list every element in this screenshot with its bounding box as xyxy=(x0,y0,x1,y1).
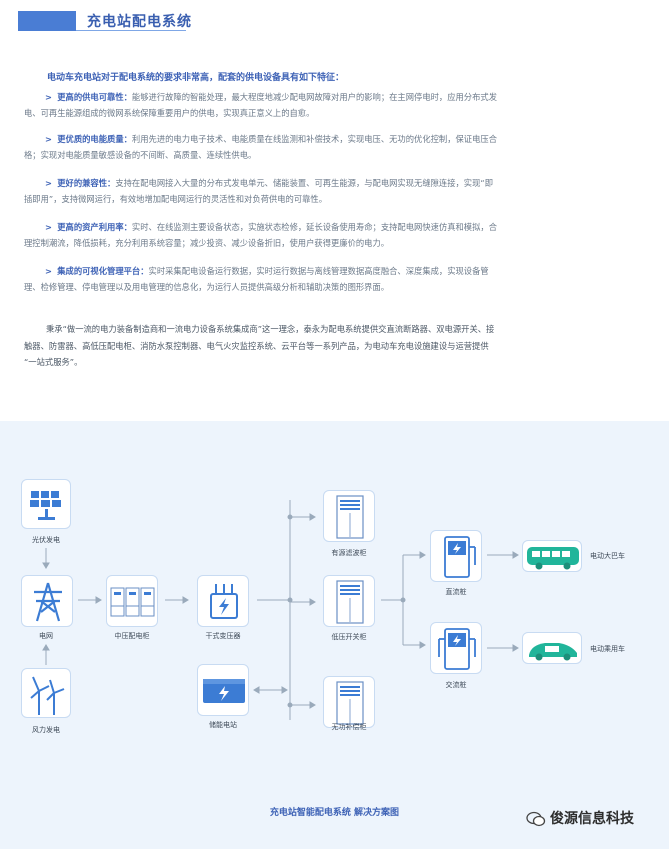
feature-text: 实时采集配电设备运行数据，实时运行数据与离线管理数据高度融合、深度集成，实现设备… xyxy=(148,266,489,276)
car-icon xyxy=(529,643,577,661)
header-underline xyxy=(76,30,186,31)
bullet-arrow: > xyxy=(45,266,52,276)
wind-node xyxy=(21,668,71,718)
summary-line: 秉承“做一流的电力装备制造商和一流电力设备系统集成商”这一理念，泰永为配电系统提… xyxy=(46,324,495,334)
feature-text: 电、可再生能源组成的微网系统保障重要用户的供电，实现真正意义上的自愈。 xyxy=(24,108,315,118)
cabinet-icon xyxy=(336,495,364,539)
feature-title: 更好的兼容性： xyxy=(57,178,116,188)
feature-text: 实时、在线监测主要设备状态，实施状态检修，延长设备使用寿命；支持配电网快速仿真和… xyxy=(131,222,497,232)
transformer-label: 干式变压器 xyxy=(205,632,241,640)
battery-storage-icon xyxy=(203,679,245,703)
cabinet-icon xyxy=(336,580,364,624)
car-label: 电动乘用车 xyxy=(590,645,625,653)
bus-node xyxy=(522,540,582,572)
solar-panel-icon xyxy=(30,491,61,520)
feature-title: 更高的资产利用率： xyxy=(57,222,132,232)
feature-text: 理、检修管理、停电管理以及用电管理的信息化，为运行人员提供高级分析和辅助决策的图… xyxy=(24,282,390,292)
feature-text: 格；实现对电能质量敏感设备的不间断、高质量、连续性供电。 xyxy=(24,150,257,160)
feature-item: > 更好的兼容性：支持在配电网接入大量的分布式发电单元、储能装置、可再生能源，与… xyxy=(24,175,634,207)
power-tower-icon xyxy=(34,582,62,622)
summary-line: “一站式服务”。 xyxy=(24,357,83,367)
lv-switch-label: 低压开关柜 xyxy=(331,633,367,641)
header-accent-bar xyxy=(18,11,76,31)
charging-pile-icon xyxy=(438,628,476,670)
cabinet-icon xyxy=(336,681,364,725)
feature-text: 支持在配电网接入大量的分布式发电单元、储能装置、可再生能源，与配电网实现无缝隙连… xyxy=(115,178,493,188)
wind-label: 风力发电 xyxy=(32,726,60,734)
watermark-text: 俊源信息科技 xyxy=(550,811,634,827)
mv-cabinet-node xyxy=(106,575,158,627)
wechat-icon xyxy=(526,811,546,827)
summary-line: 触器、防雷器、高低压配电柜、消防水泵控制器、电气火灾监控系统、云平台等一系列产品… xyxy=(24,340,489,351)
switchgear-icon xyxy=(110,587,155,617)
feature-title: 更高的供电可靠性： xyxy=(57,92,132,102)
feature-item: > 更高的资产利用率：实时、在线监测主要设备状态，实施状态检修，延长设备使用寿命… xyxy=(24,219,634,251)
feature-text: 插即用”，支持微网运行，有效地增加配电网运行的灵活性和对负荷供电的可靠性。 xyxy=(24,194,327,204)
car-node xyxy=(522,632,582,664)
bullet-arrow: > xyxy=(45,134,52,144)
diagram-caption: 充电站智能配电系统 解决方案图 xyxy=(269,808,400,818)
solar-node xyxy=(21,479,71,529)
filter-cabinet-node xyxy=(323,490,375,542)
summary-paragraph: 秉承“做一流的电力装备制造商和一流电力设备系统集成商”这一理念，泰永为配电系统提… xyxy=(24,321,638,371)
bullet-arrow: > xyxy=(45,222,52,232)
dc-pile-node xyxy=(430,530,482,582)
feature-item: > 集成的可视化管理平台：实时采集配电设备运行数据，实时运行数据与离线管理数据高… xyxy=(24,263,634,295)
dc-pile-label: 直流桩 xyxy=(445,588,467,596)
ac-pile-label: 交流桩 xyxy=(445,681,467,689)
lv-switch-node xyxy=(323,575,375,627)
feature-title: 更优质的电能质量： xyxy=(57,134,132,144)
transformer-icon xyxy=(210,584,238,619)
feature-title: 集成的可视化管理平台： xyxy=(57,266,149,276)
storage-label: 储能电站 xyxy=(209,721,237,729)
bullet-arrow: > xyxy=(45,178,52,188)
feature-text: 利用先进的电力电子技术、电能质量在线监测和补偿技术，实现电压、无功的优化控制，保… xyxy=(131,134,497,144)
page-title: 充电站配电系统 xyxy=(87,14,192,30)
reactive-cabinet-node xyxy=(323,676,375,728)
feature-item: > 更高的供电可靠性：能够进行故障的智能处理，最大程度地减少配电网故障对用户的影… xyxy=(24,89,634,121)
bullet-arrow: > xyxy=(45,92,52,102)
bus-icon xyxy=(527,547,579,570)
storage-node xyxy=(197,664,249,716)
mv-cabinet-label: 中压配电柜 xyxy=(114,632,150,640)
feature-text: 理控制潮流，降低损耗，充分利用系统容量；减少投资、减少设备折旧，使用户获得更廉价… xyxy=(24,238,390,248)
solar-label: 光伏发电 xyxy=(32,536,60,544)
feature-item: > 更优质的电能质量：利用先进的电力电子技术、电能质量在线监测和补偿技术，实现电… xyxy=(24,131,634,163)
filter-cabinet-label: 有源滤波柜 xyxy=(331,549,367,557)
transformer-node xyxy=(197,575,249,627)
wind-turbine-icon xyxy=(30,676,65,715)
reactive-cabinet-label: 无功补偿柜 xyxy=(331,723,367,731)
grid-label: 电网 xyxy=(39,632,53,640)
grid-node xyxy=(21,575,73,627)
feature-text: 能够进行故障的智能处理，最大程度地减少配电网故障对用户的影响；在主网停电时，应用… xyxy=(131,92,497,102)
bus-label: 电动大巴车 xyxy=(590,552,625,560)
intro-text: 电动车充电站对于配电系统的要求非常高，配套的供电设备具有如下特征： xyxy=(47,73,345,83)
charging-pile-icon xyxy=(444,536,476,578)
ac-pile-node xyxy=(430,622,482,674)
